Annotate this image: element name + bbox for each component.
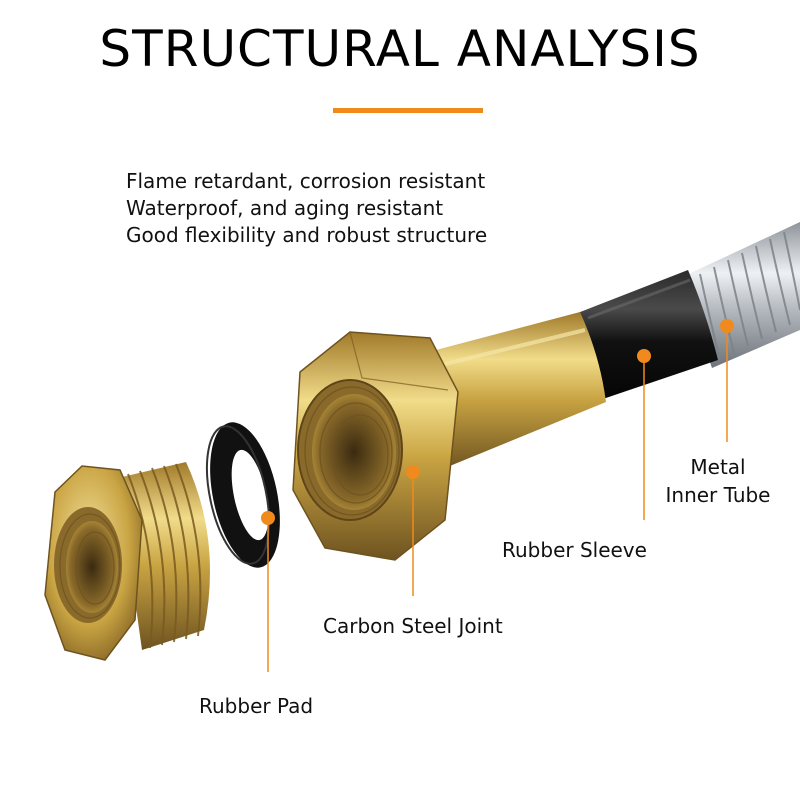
metal-inner-tube-label: Metal Inner Tube <box>658 453 778 509</box>
callout-metal-tube <box>720 319 734 442</box>
feature-list: Flame retardant, corrosion resistant Wat… <box>126 168 487 249</box>
feature-item: Waterproof, and aging resistant <box>126 196 444 220</box>
metal-inner-tube-label-line1: Metal <box>690 455 746 479</box>
carbon-steel-joint <box>292 312 606 561</box>
feature-item: Flame retardant, corrosion resistant <box>126 169 486 193</box>
callout-rubber-pad <box>261 511 275 672</box>
callout-rubber-sleeve <box>637 349 651 520</box>
rubber-sleeve-label: Rubber Sleeve <box>502 538 647 562</box>
page-title: STRUCTURAL ANALYSIS <box>99 20 701 78</box>
rubber-pad-label: Rubber Pad <box>199 694 314 718</box>
title-underline <box>333 108 483 113</box>
callout-carbon-steel-joint <box>406 465 420 596</box>
rubber-sleeve <box>575 270 718 400</box>
carbon-steel-joint-label: Carbon Steel Joint <box>323 614 503 638</box>
threaded-adapter <box>44 462 210 661</box>
rubber-pad <box>205 422 280 568</box>
feature-item: Good flexibility and robust structure <box>126 223 488 247</box>
metal-inner-tube-label-line2: Inner Tube <box>665 483 771 507</box>
